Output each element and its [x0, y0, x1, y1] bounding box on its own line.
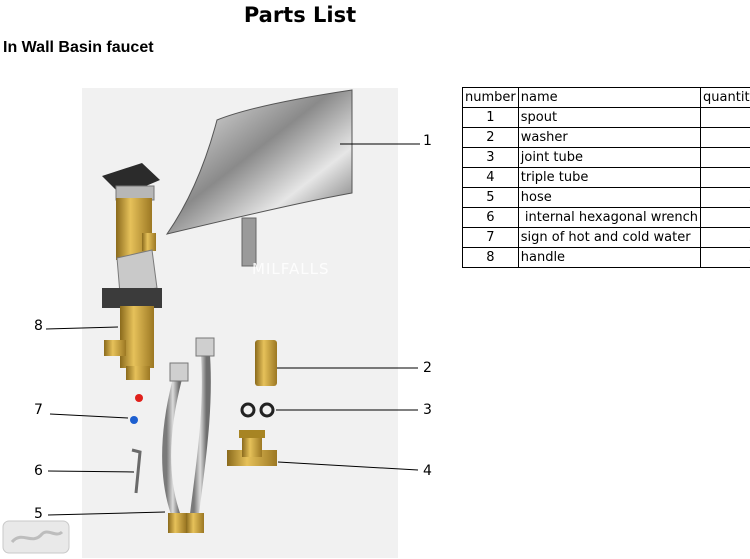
product-subtitle: In Wall Basin faucet	[3, 39, 154, 56]
row-quantity: 1	[700, 167, 750, 188]
table-row: 6 internal hexagonal wrench 1	[462, 207, 750, 228]
row-number: 5	[462, 187, 519, 208]
header-quantity: quantity	[700, 87, 750, 108]
callout-7: 7	[34, 402, 43, 418]
triple-tube-part	[227, 430, 277, 466]
joint-tube-part	[255, 340, 277, 386]
row-number: 8	[462, 247, 519, 268]
row-quantity: 2	[700, 247, 750, 268]
row-number: 6	[462, 207, 519, 228]
handle-upper-part	[102, 163, 160, 260]
row-quantity: 1	[700, 207, 750, 228]
table-row: 4 triple tube 1	[462, 167, 750, 188]
watermark-text: MILFALLS	[252, 260, 330, 278]
hose-part	[162, 337, 215, 533]
callout-6: 6	[34, 463, 43, 479]
handle-lower-part	[102, 249, 162, 380]
callout-4: 4	[423, 463, 432, 479]
row-name: spout	[517, 107, 702, 128]
row-name: washer	[517, 127, 702, 148]
callout-5: 5	[34, 506, 43, 522]
row-quantity: 2	[700, 187, 750, 208]
table-row: 7 sign of hot and cold water 2	[462, 227, 750, 248]
callout-3: 3	[423, 402, 432, 418]
callout-2: 2	[423, 360, 432, 376]
row-name: sign of hot and cold water	[517, 227, 702, 248]
row-name: hose	[517, 187, 702, 208]
callout-8: 8	[34, 318, 43, 334]
parts-photo: MILFALLS	[82, 88, 398, 558]
row-number: 7	[462, 227, 519, 248]
row-name: internal hexagonal wrench	[517, 207, 702, 228]
table-row: 5 hose 2	[462, 187, 750, 208]
table-row: 8 handle 2	[462, 247, 750, 268]
row-number: 4	[462, 167, 519, 188]
hex-wrench-part	[131, 448, 142, 494]
row-name: triple tube	[517, 167, 702, 188]
row-quantity: 1	[700, 147, 750, 168]
table-row: 2 washer 1	[462, 127, 750, 148]
row-quantity: 1	[700, 127, 750, 148]
hot-cold-sign-part	[130, 394, 143, 424]
table-header-row: number name quantity	[462, 87, 750, 108]
spout-part	[165, 89, 353, 267]
washer-part	[240, 402, 275, 418]
row-number: 2	[462, 127, 519, 148]
row-quantity: 1	[700, 107, 750, 128]
site-logo	[2, 520, 70, 554]
row-name: handle	[517, 247, 702, 268]
callout-1: 1	[423, 133, 432, 149]
header-name: name	[517, 87, 702, 108]
table-row: 1 spout 1	[462, 107, 750, 128]
table-row: 3 joint tube 1	[462, 147, 750, 168]
header-number: number	[462, 87, 519, 108]
parts-table: number name quantity 1 spout 1 2 washer …	[462, 87, 750, 268]
page-title: Parts List	[243, 3, 357, 27]
row-number: 3	[462, 147, 519, 168]
row-quantity: 2	[700, 227, 750, 248]
row-name: joint tube	[517, 147, 702, 168]
row-number: 1	[462, 107, 519, 128]
